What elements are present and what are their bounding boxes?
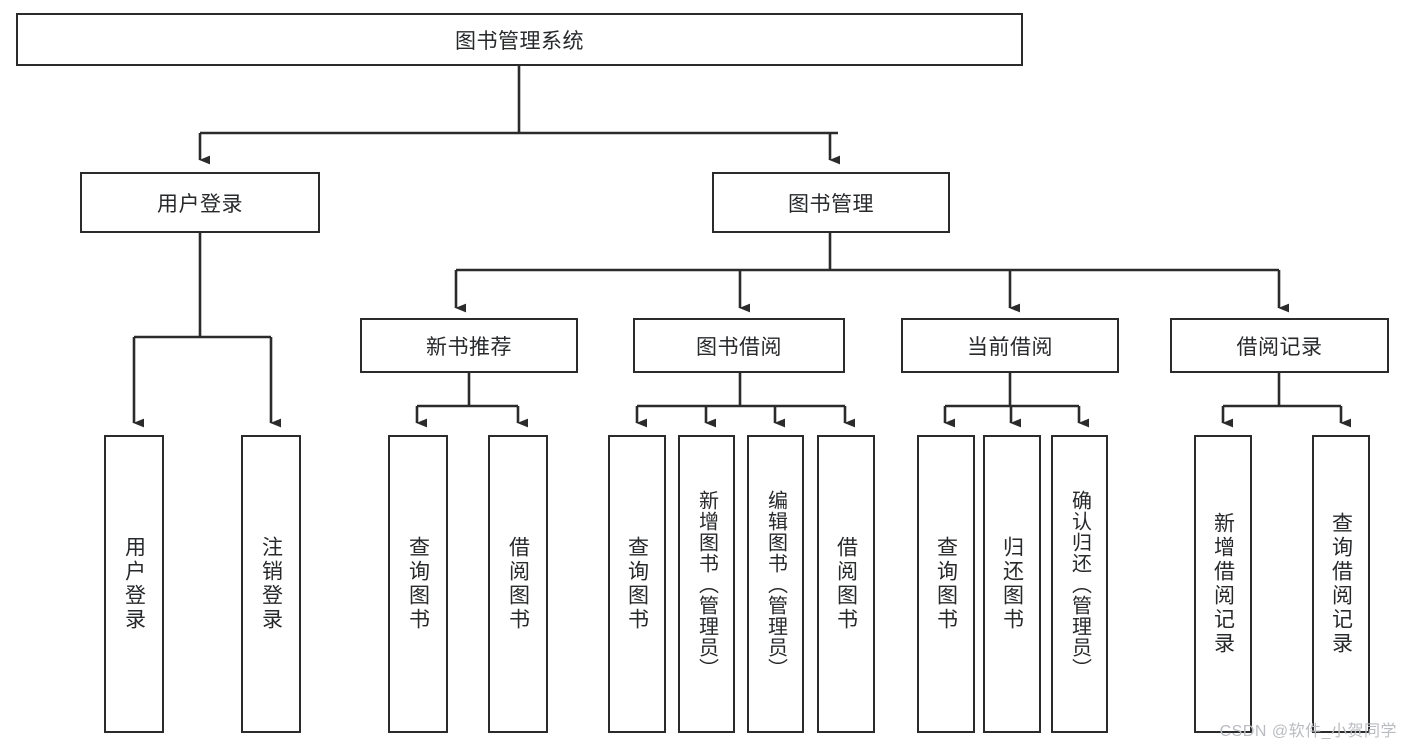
leaf-borrow-query-book[interactable]: 查询图书 xyxy=(608,435,666,733)
leaf-borrow-add-book-admin[interactable]: 新增图书（管理员） xyxy=(678,435,735,733)
leaf-record-query-record[interactable]: 查询借阅记录 xyxy=(1312,435,1370,733)
leaf-new-book-query[interactable]: 查询图书 xyxy=(388,435,448,733)
leaf-borrow-edit-book-admin[interactable]: 编辑图书（管理员） xyxy=(747,435,804,733)
node-label: 新增图书（管理员） xyxy=(695,489,718,679)
node-borrow-record[interactable]: 借阅记录 xyxy=(1170,318,1389,373)
node-label: 用户登录 xyxy=(122,536,146,632)
node-label: 查询图书 xyxy=(625,536,649,632)
node-current-borrow[interactable]: 当前借阅 xyxy=(901,318,1119,373)
node-root-library-system[interactable]: 图书管理系统 xyxy=(16,13,1023,66)
node-label: 查询图书 xyxy=(934,536,958,632)
node-label: 当前借阅 xyxy=(967,335,1053,359)
leaf-borrow-borrow-book[interactable]: 借阅图书 xyxy=(817,435,875,733)
leaf-current-query-book[interactable]: 查询图书 xyxy=(917,435,975,733)
node-label: 编辑图书（管理员） xyxy=(764,489,787,679)
leaf-record-add-record[interactable]: 新增借阅记录 xyxy=(1194,435,1252,733)
csdn-watermark: CSDN @软件_小贺同学 xyxy=(1219,723,1397,740)
node-label: 注销登录 xyxy=(259,536,283,632)
node-label: 查询借阅记录 xyxy=(1329,512,1353,656)
leaf-user-login-signin[interactable]: 用户登录 xyxy=(104,435,164,733)
node-label: 确认归还（管理员） xyxy=(1068,489,1091,679)
node-label: 用户登录 xyxy=(157,192,243,216)
node-book-management[interactable]: 图书管理 xyxy=(712,172,950,233)
node-label: 借阅记录 xyxy=(1236,335,1323,359)
leaf-current-confirm-return-admin[interactable]: 确认归还（管理员） xyxy=(1051,435,1108,733)
node-new-book-recommend[interactable]: 新书推荐 xyxy=(360,318,578,373)
node-label: 新增借阅记录 xyxy=(1211,512,1235,656)
node-user-login[interactable]: 用户登录 xyxy=(80,172,320,233)
leaf-user-login-signout[interactable]: 注销登录 xyxy=(241,435,301,733)
node-label: 归还图书 xyxy=(1000,536,1024,632)
node-label: 图书管理系统 xyxy=(455,29,584,53)
node-label: 借阅图书 xyxy=(834,536,858,632)
node-label: 查询图书 xyxy=(406,536,430,632)
node-label: 新书推荐 xyxy=(426,335,512,359)
leaf-current-return-book[interactable]: 归还图书 xyxy=(983,435,1041,733)
node-label: 图书管理 xyxy=(788,192,874,216)
node-label: 图书借阅 xyxy=(696,335,782,359)
leaf-new-book-borrow[interactable]: 借阅图书 xyxy=(488,435,548,733)
node-book-borrow[interactable]: 图书借阅 xyxy=(633,318,845,373)
node-label: 借阅图书 xyxy=(506,536,530,632)
